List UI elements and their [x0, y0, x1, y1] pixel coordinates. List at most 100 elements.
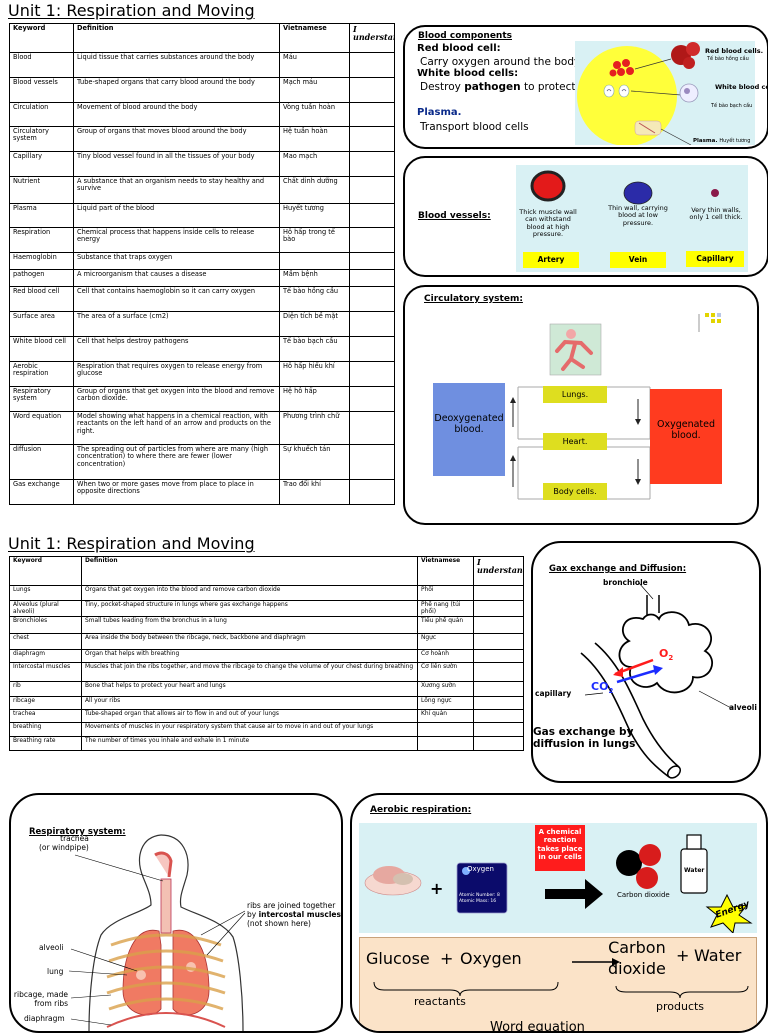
- diaphragm-label: diaphragm: [24, 1014, 65, 1023]
- keyword-cell: Surface area: [9, 311, 74, 337]
- circulatory-title: Circulatory system:: [424, 294, 523, 304]
- keyword-cell: Capillary: [9, 151, 74, 177]
- vietnamese-cell: Máu: [279, 52, 350, 78]
- keyword-cell: Respiratory system: [9, 386, 74, 412]
- circulatory-panel: Circulatory system: Deoxygenated blood. …: [403, 285, 759, 525]
- respiratory-title: Respiratory system:: [29, 827, 126, 837]
- bronchiole-label: bronchiole: [603, 578, 648, 587]
- understand-cell[interactable]: [473, 709, 524, 724]
- keyword-cell: Alveolus (plural alveoli): [9, 599, 82, 618]
- understand-cell[interactable]: [349, 126, 395, 152]
- understand-cell[interactable]: [349, 77, 395, 103]
- understand-cell[interactable]: [349, 286, 395, 312]
- understand-cell[interactable]: [473, 696, 524, 711]
- understand-cell[interactable]: [349, 52, 395, 78]
- understand-cell[interactable]: [349, 176, 395, 204]
- rbc-text: Carry oxygen around the body: [420, 56, 581, 68]
- understand-cell[interactable]: [349, 411, 395, 445]
- understand-cell[interactable]: [473, 633, 524, 651]
- vietnamese-cell: [279, 252, 350, 270]
- understand-cell[interactable]: [473, 722, 524, 738]
- understand-cell[interactable]: [473, 616, 524, 635]
- definition-cell: Movements of muscles in your respiratory…: [81, 722, 418, 738]
- blood-components-panel: Blood components Red blood cell: Carry o…: [403, 25, 768, 149]
- definition-cell: Tiny, pocket-shaped structure in lungs w…: [81, 599, 418, 618]
- definition-cell: Tube-shaped organ that allows air to flo…: [81, 709, 418, 724]
- keyword-cell: diffusion: [9, 444, 74, 480]
- understand-cell[interactable]: [349, 151, 395, 177]
- keyword-cell: Aerobic respiration: [9, 361, 74, 387]
- understand-cell[interactable]: [473, 599, 524, 618]
- vietnamese-cell: Mao mạch: [279, 151, 350, 177]
- alveolus-diagram: [580, 582, 734, 779]
- o2-text: O: [659, 647, 669, 660]
- vietnamese-cell: Mầm bệnh: [279, 269, 350, 287]
- understand-cell[interactable]: [349, 227, 395, 253]
- oxygenated-box: Oxygenated blood.: [650, 389, 722, 484]
- col-understand-b: I understand: [473, 556, 524, 586]
- understand-cell[interactable]: [349, 252, 395, 270]
- vietnamese-cell: Ngực: [417, 633, 474, 651]
- gas-exchange-panel: Gax exchange and Diffusion: bronchiole O…: [531, 541, 761, 783]
- keyword-cell: Respiration: [9, 227, 74, 253]
- definition-cell: Liquid tissue that carries substances ar…: [73, 52, 280, 78]
- keyword-cell: Bronchioles: [9, 616, 82, 635]
- definition-cell: Tube-shaped organs that carry blood arou…: [73, 77, 280, 103]
- trachea-label: trachea(or windpipe): [39, 834, 89, 852]
- wbc-text-pre: Destroy: [420, 81, 465, 93]
- alveoli-label-resp: alveoli: [39, 943, 64, 952]
- col-definition-b: Definition: [81, 556, 418, 586]
- equation-braces: [373, 958, 749, 999]
- keyword-cell: chest: [9, 633, 82, 651]
- understand-cell[interactable]: [473, 585, 524, 601]
- understand-cell[interactable]: [349, 479, 395, 505]
- vietnamese-cell: Cơ hoành: [417, 649, 474, 664]
- definition-cell: Chemical process that happens inside cel…: [73, 227, 280, 253]
- unit-title-bottom: Unit 1: Respiration and Moving: [8, 534, 255, 553]
- vietnamese-cell: Xương sườn: [417, 681, 474, 698]
- aerobic-image-area: + Oxygen Atomic Number: 8 Atomic Mass: 1…: [359, 823, 757, 933]
- understand-cell[interactable]: [349, 444, 395, 480]
- understand-cell[interactable]: [349, 386, 395, 412]
- capillary-label-gas: capillary: [535, 689, 572, 698]
- keyword-cell: Breathing rate: [9, 736, 82, 752]
- unit-title-top: Unit 1: Respiration and Moving: [8, 1, 255, 20]
- plasma-label: Plasma. Huyết tương: [693, 138, 750, 144]
- table-row: Alveolus (plural alveoli)Tiny, pocket-sh…: [9, 599, 524, 618]
- co2-label: CO2: [591, 680, 613, 695]
- definition-cell: Liquid part of the blood: [73, 203, 280, 228]
- vessel-cross-sections: [530, 170, 719, 205]
- definition-cell: Organ that helps with breathing: [81, 649, 418, 664]
- understand-cell[interactable]: [349, 203, 395, 228]
- artery-label: Artery: [523, 252, 579, 268]
- understand-cell[interactable]: [349, 102, 395, 127]
- definition-cell: The number of times you inhale and exhal…: [81, 736, 418, 752]
- understand-cell[interactable]: [349, 361, 395, 387]
- vietnamese-cell: Vòng tuần hoàn: [279, 102, 350, 127]
- keyword-cell: Circulatory system: [9, 126, 74, 152]
- understand-cell[interactable]: [473, 662, 524, 683]
- caption-line1: Gas exchange by: [533, 726, 634, 738]
- carbon-dioxide-label: Carbon dioxide: [617, 891, 670, 899]
- understand-cell[interactable]: [349, 311, 395, 337]
- aerobic-panel: Aerobic respiration: + Oxygen: [350, 793, 768, 1033]
- understand-cell[interactable]: [473, 736, 524, 752]
- understand-cell[interactable]: [473, 649, 524, 664]
- eq-plus2: +: [676, 946, 690, 965]
- understand-cell[interactable]: [349, 336, 395, 362]
- understand-cell[interactable]: [473, 681, 524, 698]
- artery-description: Thick muscle wall can withstand blood at…: [519, 208, 577, 239]
- co2-text: CO: [591, 680, 609, 693]
- rbc-label: Red blood cells.: [705, 47, 764, 55]
- understand-cell[interactable]: [349, 269, 395, 287]
- vietnamese-cell: Phế nang (túi phổi): [417, 599, 474, 618]
- blood-components-title: Blood components: [418, 31, 512, 41]
